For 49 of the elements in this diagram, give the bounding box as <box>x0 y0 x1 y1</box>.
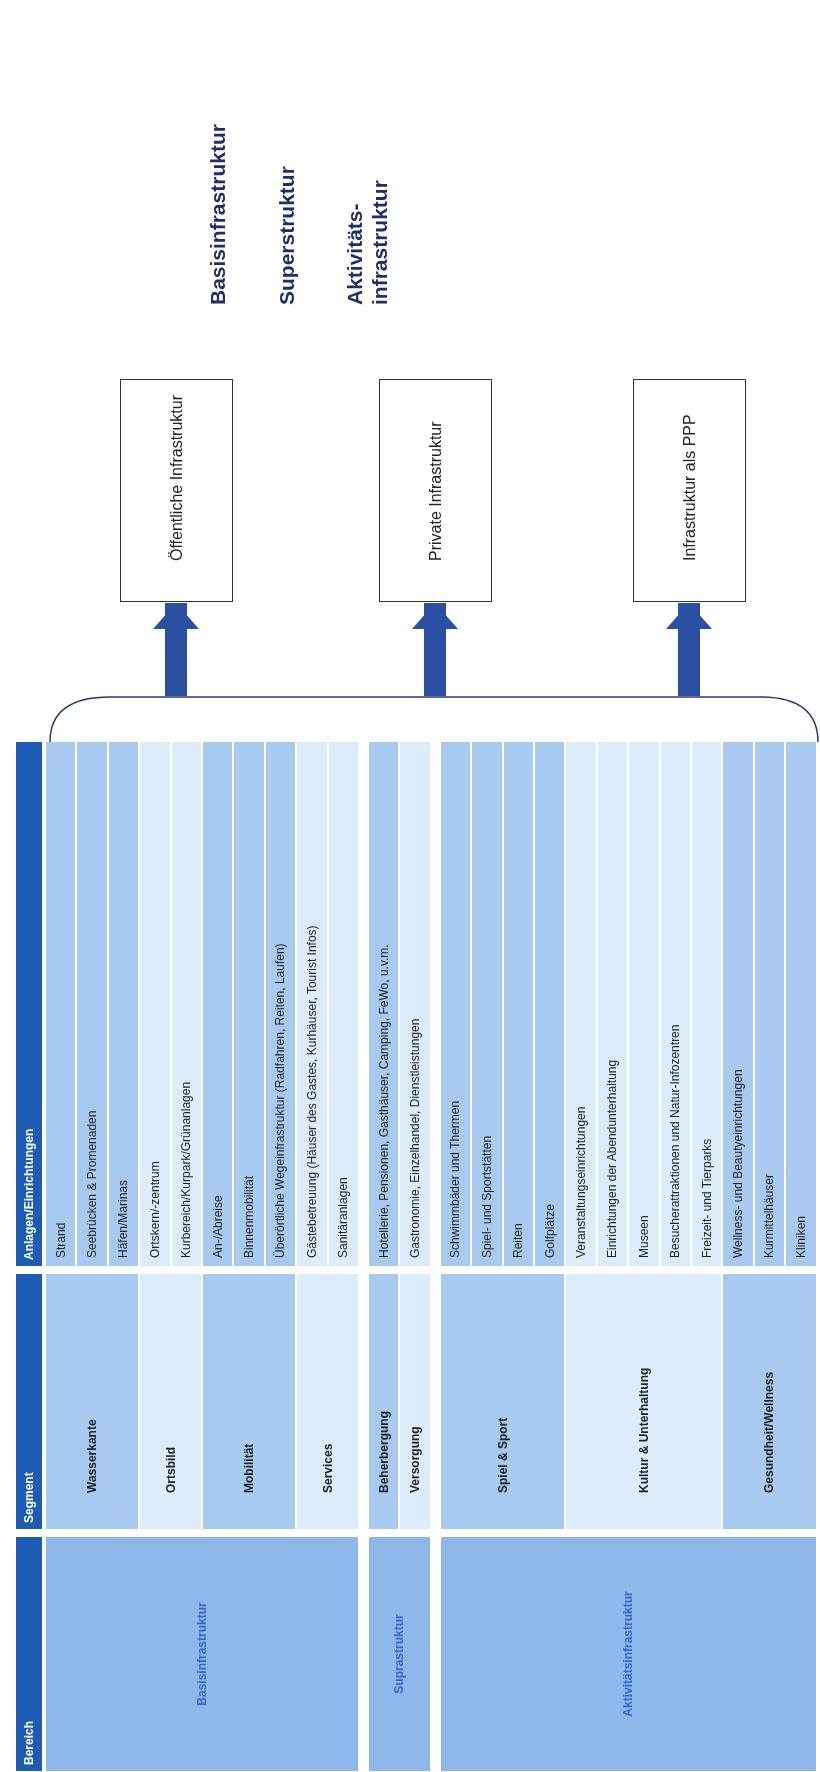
table-cell: Spiel- und Sportstätten <box>472 742 502 1266</box>
header-cell: Anlagen/Einrichtungen <box>16 742 42 1266</box>
table-cell: Wellness- und Beautyeinrichtungen <box>723 742 753 1266</box>
table-cell: Kurmittelhäuser <box>754 742 785 1266</box>
table-cell: Sanitäranlagen <box>328 742 358 1266</box>
curly-bracket <box>49 696 819 743</box>
table-cell: Häfen/Marinas <box>108 742 139 1266</box>
text-box: Öffentliche Infrastruktur <box>120 379 233 602</box>
header-cell: Segment <box>16 1274 42 1529</box>
table-cell: Hotellerie, Pensionen, Gasthäuser, Camping, FeWo, u.v.m. <box>369 742 399 1266</box>
table-cell: Services <box>297 1274 358 1529</box>
section-heading: Superstruktur <box>274 165 299 305</box>
section-heading: Basisinfrastruktur <box>205 123 230 305</box>
table-cell: Golfplätze <box>535 742 565 1266</box>
table-cell: Suprastruktur <box>369 1537 430 1771</box>
table-cell: Gästebetreuung (Häuser des Gastes, Kurhäuser, Tourist Infos) <box>297 742 327 1266</box>
table-cell: Versorgung <box>400 1274 430 1529</box>
table-cell: Kultur & Unterhaltung <box>566 1274 722 1529</box>
table-cell: Mobilität <box>203 1274 296 1529</box>
section-heading: Aktivitäts- infrastruktur <box>342 179 393 305</box>
text-box: Infrastruktur als PPP <box>633 379 746 602</box>
table-cell: An-/Abreise <box>203 742 233 1266</box>
header-cell: Bereich <box>16 1537 42 1771</box>
table-cell: Wasserkante <box>46 1274 139 1529</box>
block-arrow <box>153 603 199 696</box>
table-cell: Seebrücken & Promenaden <box>77 742 107 1266</box>
table-cell: Überörtliche Wegeinfrastruktur (Radfahren, Reiten, Laufen) <box>265 742 296 1266</box>
block-arrow <box>666 603 712 696</box>
table-cell: Strand <box>46 742 76 1266</box>
table-cell: Kliniken <box>786 742 816 1266</box>
table-cell: Veranstaltungseinrichtungen <box>566 742 596 1266</box>
table-cell: Museen <box>629 742 659 1266</box>
text-box: Private Infrastruktur <box>379 379 492 602</box>
table-cell: Einrichtungen der Abendunterhaltung <box>597 742 628 1266</box>
table-cell: Beherbergung <box>369 1274 399 1529</box>
table-cell: Ortsbild <box>140 1274 201 1529</box>
table-cell: Gastronomie, Einzelhandel, Dienstleistungen <box>400 742 430 1266</box>
table-cell: Basisinfrastruktur <box>46 1537 358 1771</box>
table-cell: Binnenmobilität <box>234 742 264 1266</box>
table-cell: Gesundheit/Wellness <box>723 1274 816 1529</box>
table-cell: Reiten <box>503 742 533 1266</box>
table-cell: Besucherattraktionen und Natur-Infozentren <box>660 742 690 1266</box>
table-cell: Ortskern/-zentrum <box>140 742 170 1266</box>
block-arrow <box>412 603 458 696</box>
table-cell: Spiel & Sport <box>440 1274 565 1529</box>
table-cell: Schwimmbäder und Thermen <box>440 742 471 1266</box>
table-cell: Kurbereich/Kurpark/Grünanlagen <box>171 742 201 1266</box>
table-cell: Aktivitätsinfrastruktur <box>440 1537 816 1771</box>
table-cell: Freizeit- und Tierparks <box>692 742 722 1266</box>
